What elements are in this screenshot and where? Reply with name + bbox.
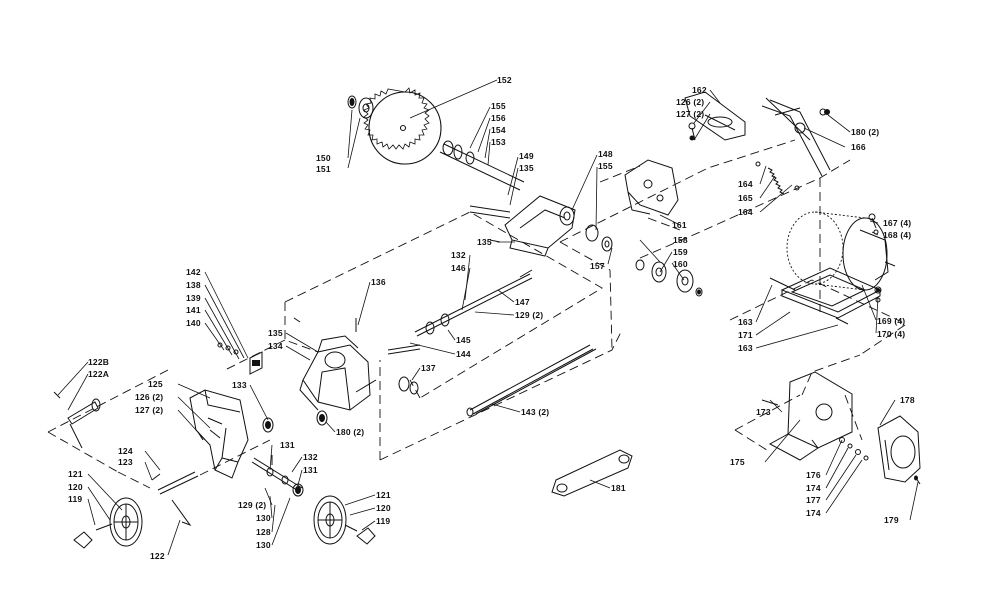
label-154: 154 (491, 125, 506, 135)
label-167: 167 (4) (883, 218, 912, 228)
label-159: 159 (673, 247, 688, 257)
label-139: 139 (186, 293, 201, 303)
label-122a: 122A (88, 369, 110, 379)
label-122b: 122B (88, 357, 110, 367)
label-131b: 131 (303, 465, 318, 475)
label-155b: 155 (598, 161, 613, 171)
label-135a: 135 (519, 163, 534, 173)
label-158: 158 (673, 235, 688, 245)
label-137: 137 (421, 363, 436, 373)
label-180-lower: 180 (2) (336, 427, 365, 437)
label-125: 125 (148, 379, 163, 389)
label-176: 176 (806, 470, 821, 480)
label-164b: 164 (738, 207, 753, 217)
label-163b: 163 (738, 343, 753, 353)
label-119-left: 119 (68, 494, 83, 504)
label-147: 147 (515, 297, 530, 307)
label-170: 170 (4) (877, 329, 906, 339)
label-164a: 164 (738, 179, 753, 189)
label-175: 175 (730, 457, 745, 467)
label-155a: 155 (491, 101, 506, 111)
label-174b: 174 (806, 508, 821, 518)
label-144: 144 (456, 349, 471, 359)
label-132-upper: 132 (451, 250, 466, 260)
label-148: 148 (598, 149, 613, 159)
label-126-lower: 126 (2) (135, 392, 164, 402)
label-166: 166 (851, 142, 866, 152)
label-151: 151 (316, 164, 331, 174)
label-162: 162 (692, 85, 707, 95)
label-130a: 130 (256, 513, 271, 523)
label-136: 136 (371, 277, 386, 287)
label-140: 140 (186, 318, 201, 328)
label-127-lower: 127 (2) (135, 405, 164, 415)
label-129-lower: 129 (2) (238, 500, 267, 510)
label-179: 179 (884, 515, 899, 525)
label-127-upper: 127 (2) (676, 109, 705, 119)
label-142: 142 (186, 267, 201, 277)
label-169: 169 (4) (877, 316, 906, 326)
label-126-upper: 126 (2) (676, 97, 705, 107)
label-156: 156 (491, 113, 506, 123)
label-163a: 163 (738, 317, 753, 327)
label-173: 173 (756, 407, 771, 417)
label-131a: 131 (280, 440, 295, 450)
label-132-lower: 132 (303, 452, 318, 462)
label-120-left: 120 (68, 482, 83, 492)
label-149: 149 (519, 151, 534, 161)
label-150: 150 (316, 153, 331, 163)
label-160: 160 (673, 259, 688, 269)
label-130b: 130 (256, 540, 271, 550)
label-119-right: 119 (376, 516, 391, 526)
label-120-right: 120 (376, 503, 391, 513)
label-180-upper: 180 (2) (851, 127, 880, 137)
label-135b: 135 (477, 237, 492, 247)
label-145: 145 (456, 335, 471, 345)
label-171: 171 (738, 330, 753, 340)
label-129-upper: 129 (2) (515, 310, 544, 320)
label-161: 161 (672, 220, 687, 230)
label-181: 181 (611, 483, 626, 493)
label-146: 146 (451, 263, 466, 273)
label-133: 133 (232, 380, 247, 390)
label-141: 141 (186, 305, 201, 315)
label-121-right: 121 (376, 490, 391, 500)
label-168: 168 (4) (883, 230, 912, 240)
label-165: 165 (738, 193, 753, 203)
label-124: 124 (118, 446, 133, 456)
label-138: 138 (186, 280, 201, 290)
label-157: 157 (590, 261, 605, 271)
label-128: 128 (256, 527, 271, 537)
label-177: 177 (806, 495, 821, 505)
label-152: 152 (497, 75, 512, 85)
label-121-left: 121 (68, 469, 83, 479)
label-123: 123 (118, 457, 133, 467)
label-143: 143 (2) (521, 407, 550, 417)
label-174a: 174 (806, 483, 821, 493)
label-153: 153 (491, 137, 506, 147)
label-178: 178 (900, 395, 915, 405)
label-134: 134 (268, 341, 283, 351)
label-135c: 135 (268, 328, 283, 338)
label-122: 122 (150, 551, 165, 561)
